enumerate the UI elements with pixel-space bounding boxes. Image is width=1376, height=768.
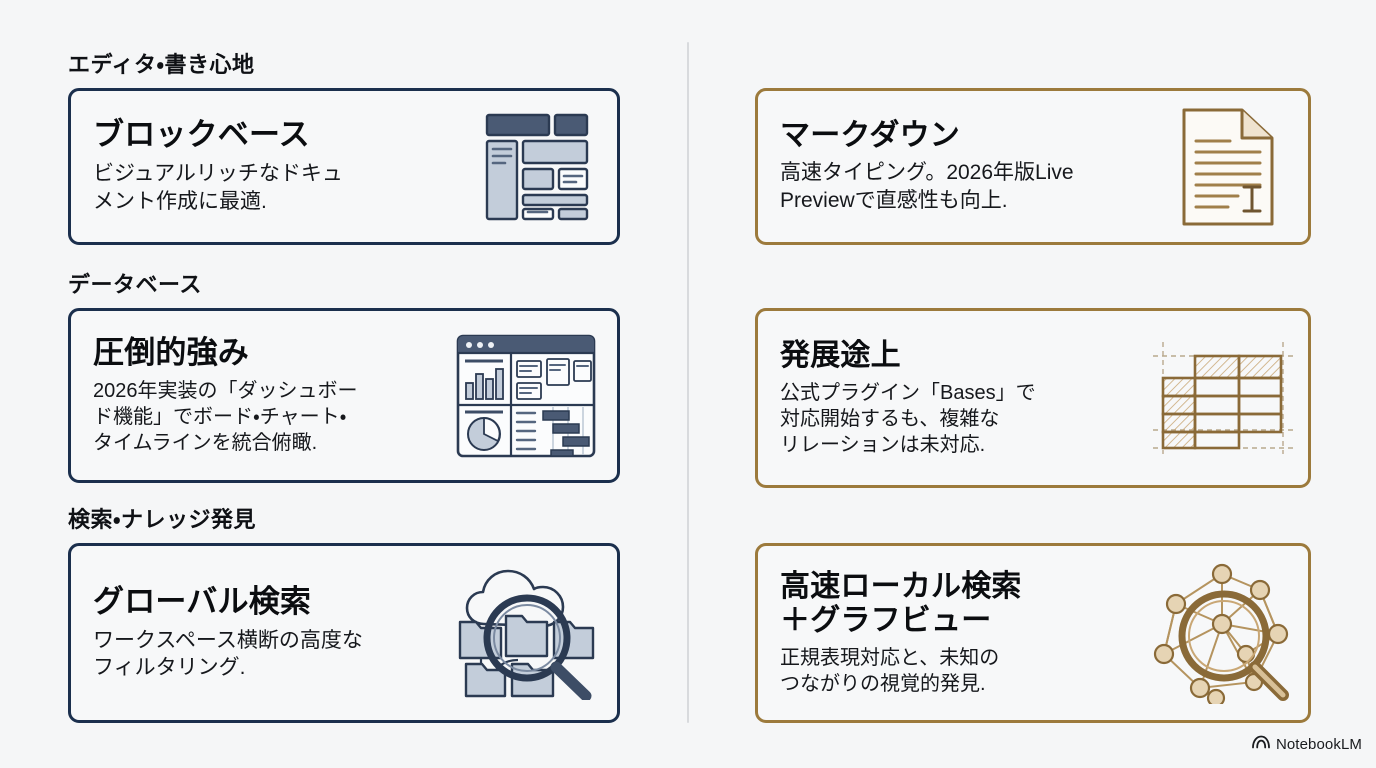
column-divider bbox=[687, 42, 689, 723]
partial-table-grid-icon bbox=[1148, 318, 1308, 478]
section-label-database: データベース bbox=[68, 272, 202, 297]
document-text-cursor-icon bbox=[1158, 92, 1308, 242]
card-markdown[interactable]: マークダウン 高速タイピング。2026年版Live Previewで直感性も向上… bbox=[755, 88, 1311, 245]
card-body: 高速ローカル検索 ＋グラフビュー 正規表現対応と、未知の つながりの視覚的発見. bbox=[758, 562, 1148, 705]
card-body: 圧倒的強み 2026年実装の「ダッシュボー ド機能」でボード・チャート・ タイム… bbox=[71, 327, 445, 464]
watermark-label: NotebookLM bbox=[1275, 736, 1362, 753]
dashboard-window-icon bbox=[445, 321, 617, 471]
notebooklm-logo-icon bbox=[1252, 735, 1270, 754]
card-description: 正規表現対応と、未知の つながりの視覚的発見. bbox=[780, 646, 1000, 695]
card-title: 発展途上 bbox=[780, 339, 901, 373]
card-title: 圧倒的強み bbox=[93, 335, 249, 371]
card-description: 2026年実装の「ダッシュボー ド機能」でボード・チャート・ タイムラインを統合… bbox=[93, 379, 358, 454]
block-layout-icon bbox=[467, 92, 617, 242]
cloud-folder-search-icon bbox=[437, 553, 617, 713]
card-body: 発展途上 公式プラグイン「Bases」で 対応開始するも、複雑な リレーションは… bbox=[758, 330, 1148, 465]
section-label-search: 検索・ナレッジ発見 bbox=[68, 507, 256, 532]
card-description: ビジュアルリッチなドキュ メント作成に最適. bbox=[93, 162, 343, 213]
card-title: 高速ローカル検索 ＋グラフビュー bbox=[780, 569, 1022, 638]
section-label-editor: エディタ・書き心地 bbox=[68, 52, 255, 77]
watermark: NotebookLM bbox=[1252, 735, 1362, 754]
card-description: 高速タイピング。2026年版Live Previewで直感性も向上. bbox=[780, 161, 1074, 213]
card-global-search[interactable]: グローバル検索 ワークスペース横断の高度な フィルタリング. bbox=[68, 543, 620, 723]
card-title: ブロックベース bbox=[93, 117, 310, 153]
card-body: マークダウン 高速タイピング。2026年版Live Previewで直感性も向上… bbox=[758, 104, 1158, 229]
card-title: グローバル検索 bbox=[93, 583, 312, 619]
card-description: 公式プラグイン「Bases」で 対応開始するも、複雑な リレーションは未対応. bbox=[780, 381, 1036, 456]
card-local-search-graph[interactable]: 高速ローカル検索 ＋グラフビュー 正規表現対応と、未知の つながりの視覚的発見. bbox=[755, 543, 1311, 723]
card-block-based[interactable]: ブロックベース ビジュアルリッチなドキュ メント作成に最適. bbox=[68, 88, 620, 245]
card-body: ブロックベース ビジュアルリッチなドキュ メント作成に最適. bbox=[71, 103, 467, 229]
card-title: マークダウン bbox=[780, 119, 960, 153]
card-database-strength[interactable]: 圧倒的強み 2026年実装の「ダッシュボー ド機能」でボード・チャート・ タイム… bbox=[68, 308, 620, 483]
card-body: グローバル検索 ワークスペース横断の高度な フィルタリング. bbox=[71, 576, 437, 690]
card-description: ワークスペース横断の高度な フィルタリング. bbox=[93, 628, 363, 680]
card-developing[interactable]: 発展途上 公式プラグイン「Bases」で 対応開始するも、複雑な リレーションは… bbox=[755, 308, 1311, 488]
graph-network-search-icon bbox=[1148, 553, 1308, 713]
